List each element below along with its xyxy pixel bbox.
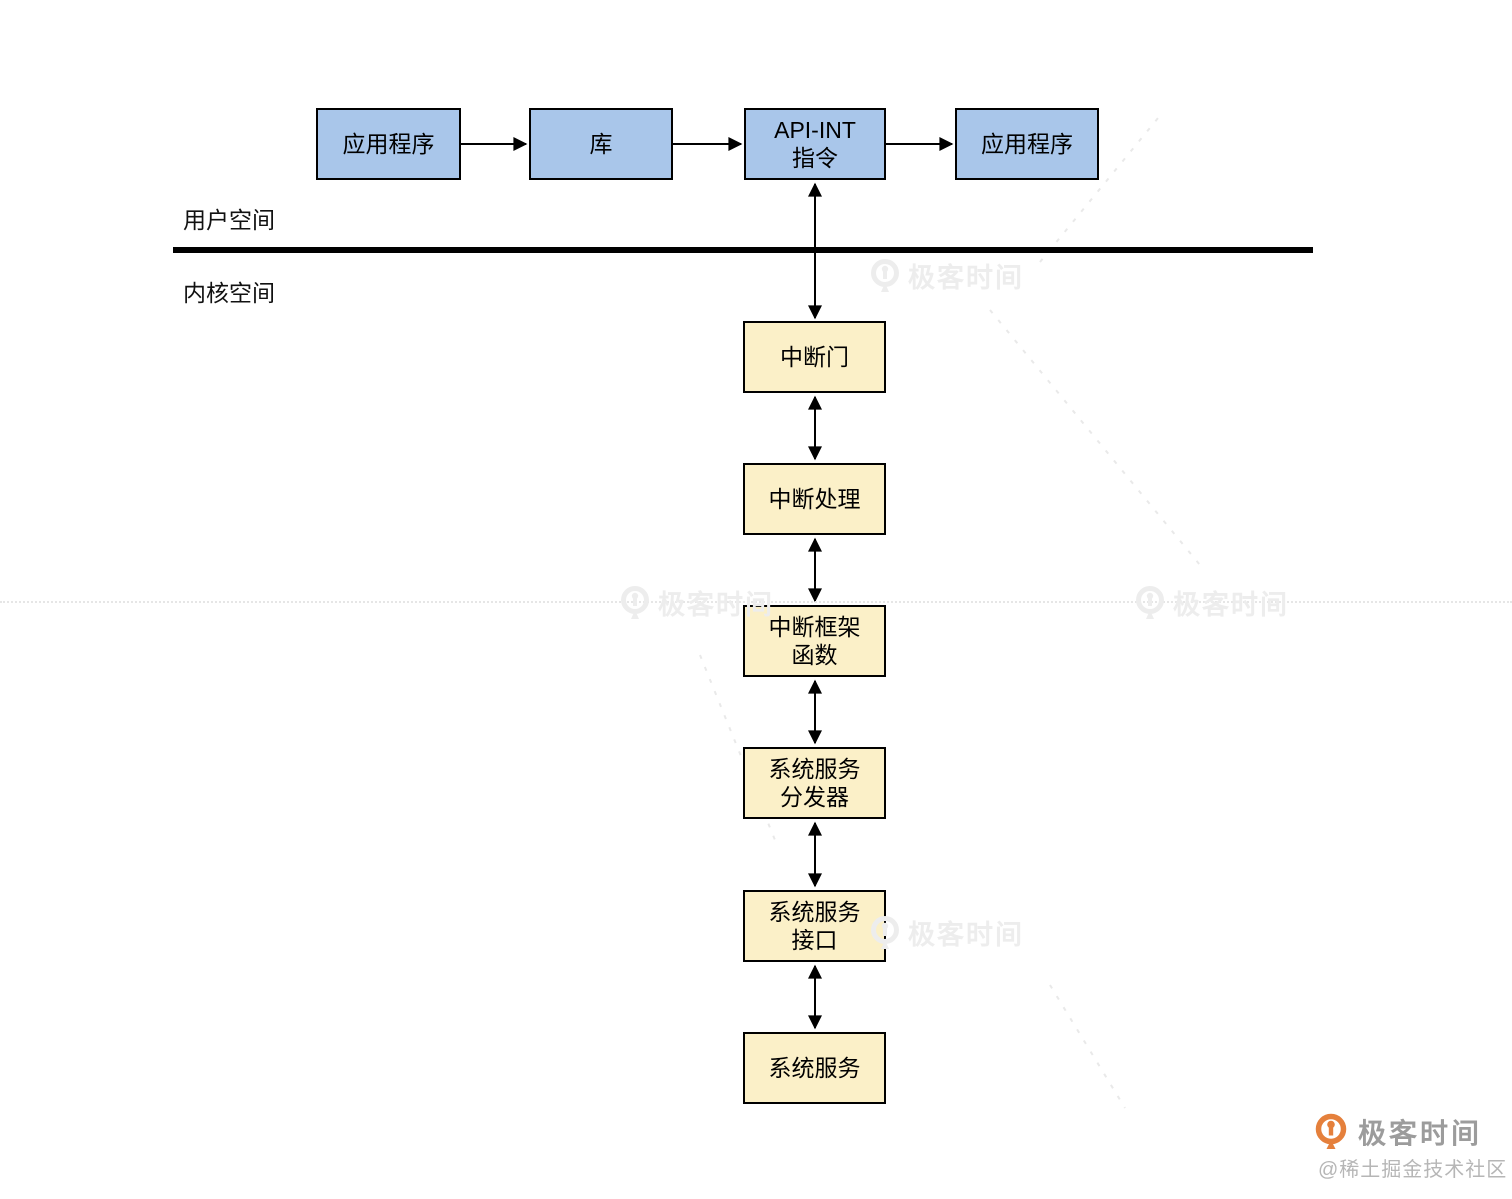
decorative-diagonal-dash	[989, 309, 1201, 566]
watermark-text: 极客时间	[908, 263, 1024, 293]
node-system-service-dispatcher: 系统服务 分发器	[743, 747, 886, 819]
watermark-geektime: 极客时间	[1133, 583, 1289, 622]
node-application-right: 应用程序	[955, 108, 1099, 180]
node-system-service: 系统服务	[743, 1032, 886, 1104]
user-kernel-divider	[173, 247, 1313, 253]
attribution: 极客时间 @稀土掘金技术社区	[1312, 1112, 1507, 1182]
decorative-diagonal-dash	[1049, 984, 1126, 1109]
node-system-service-interface: 系统服务 接口	[743, 890, 886, 962]
decorative-dotted-line	[0, 601, 1512, 603]
geektime-watermark-icon	[871, 258, 899, 292]
node-api-int-instruction: API-INT 指令	[744, 108, 886, 180]
geektime-watermark-icon	[871, 915, 899, 949]
watermark-geektime: 极客时间	[618, 583, 774, 622]
watermark-geektime: 极客时间	[868, 913, 1024, 952]
brand-name: 极客时间	[1358, 1118, 1483, 1149]
node-library: 库	[529, 108, 673, 180]
geektime-logo-icon	[1315, 1113, 1347, 1149]
geektime-watermark-icon	[621, 585, 649, 619]
kernel-space-label: 内核空间	[183, 280, 275, 306]
watermark-text: 极客时间	[658, 590, 774, 620]
node-interrupt-gate: 中断门	[743, 321, 886, 393]
geektime-watermark-icon	[1136, 585, 1164, 619]
user-space-label: 用户空间	[183, 207, 275, 233]
watermark-text: 极客时间	[908, 920, 1024, 950]
node-application-left: 应用程序	[316, 108, 461, 180]
community-credit: @稀土掘金技术社区	[1318, 1159, 1508, 1181]
node-interrupt-framework-function: 中断框架 函数	[743, 605, 886, 677]
watermark-text: 极客时间	[1173, 590, 1289, 620]
watermark-geektime: 极客时间	[868, 256, 1024, 295]
node-interrupt-handler: 中断处理	[743, 463, 886, 535]
